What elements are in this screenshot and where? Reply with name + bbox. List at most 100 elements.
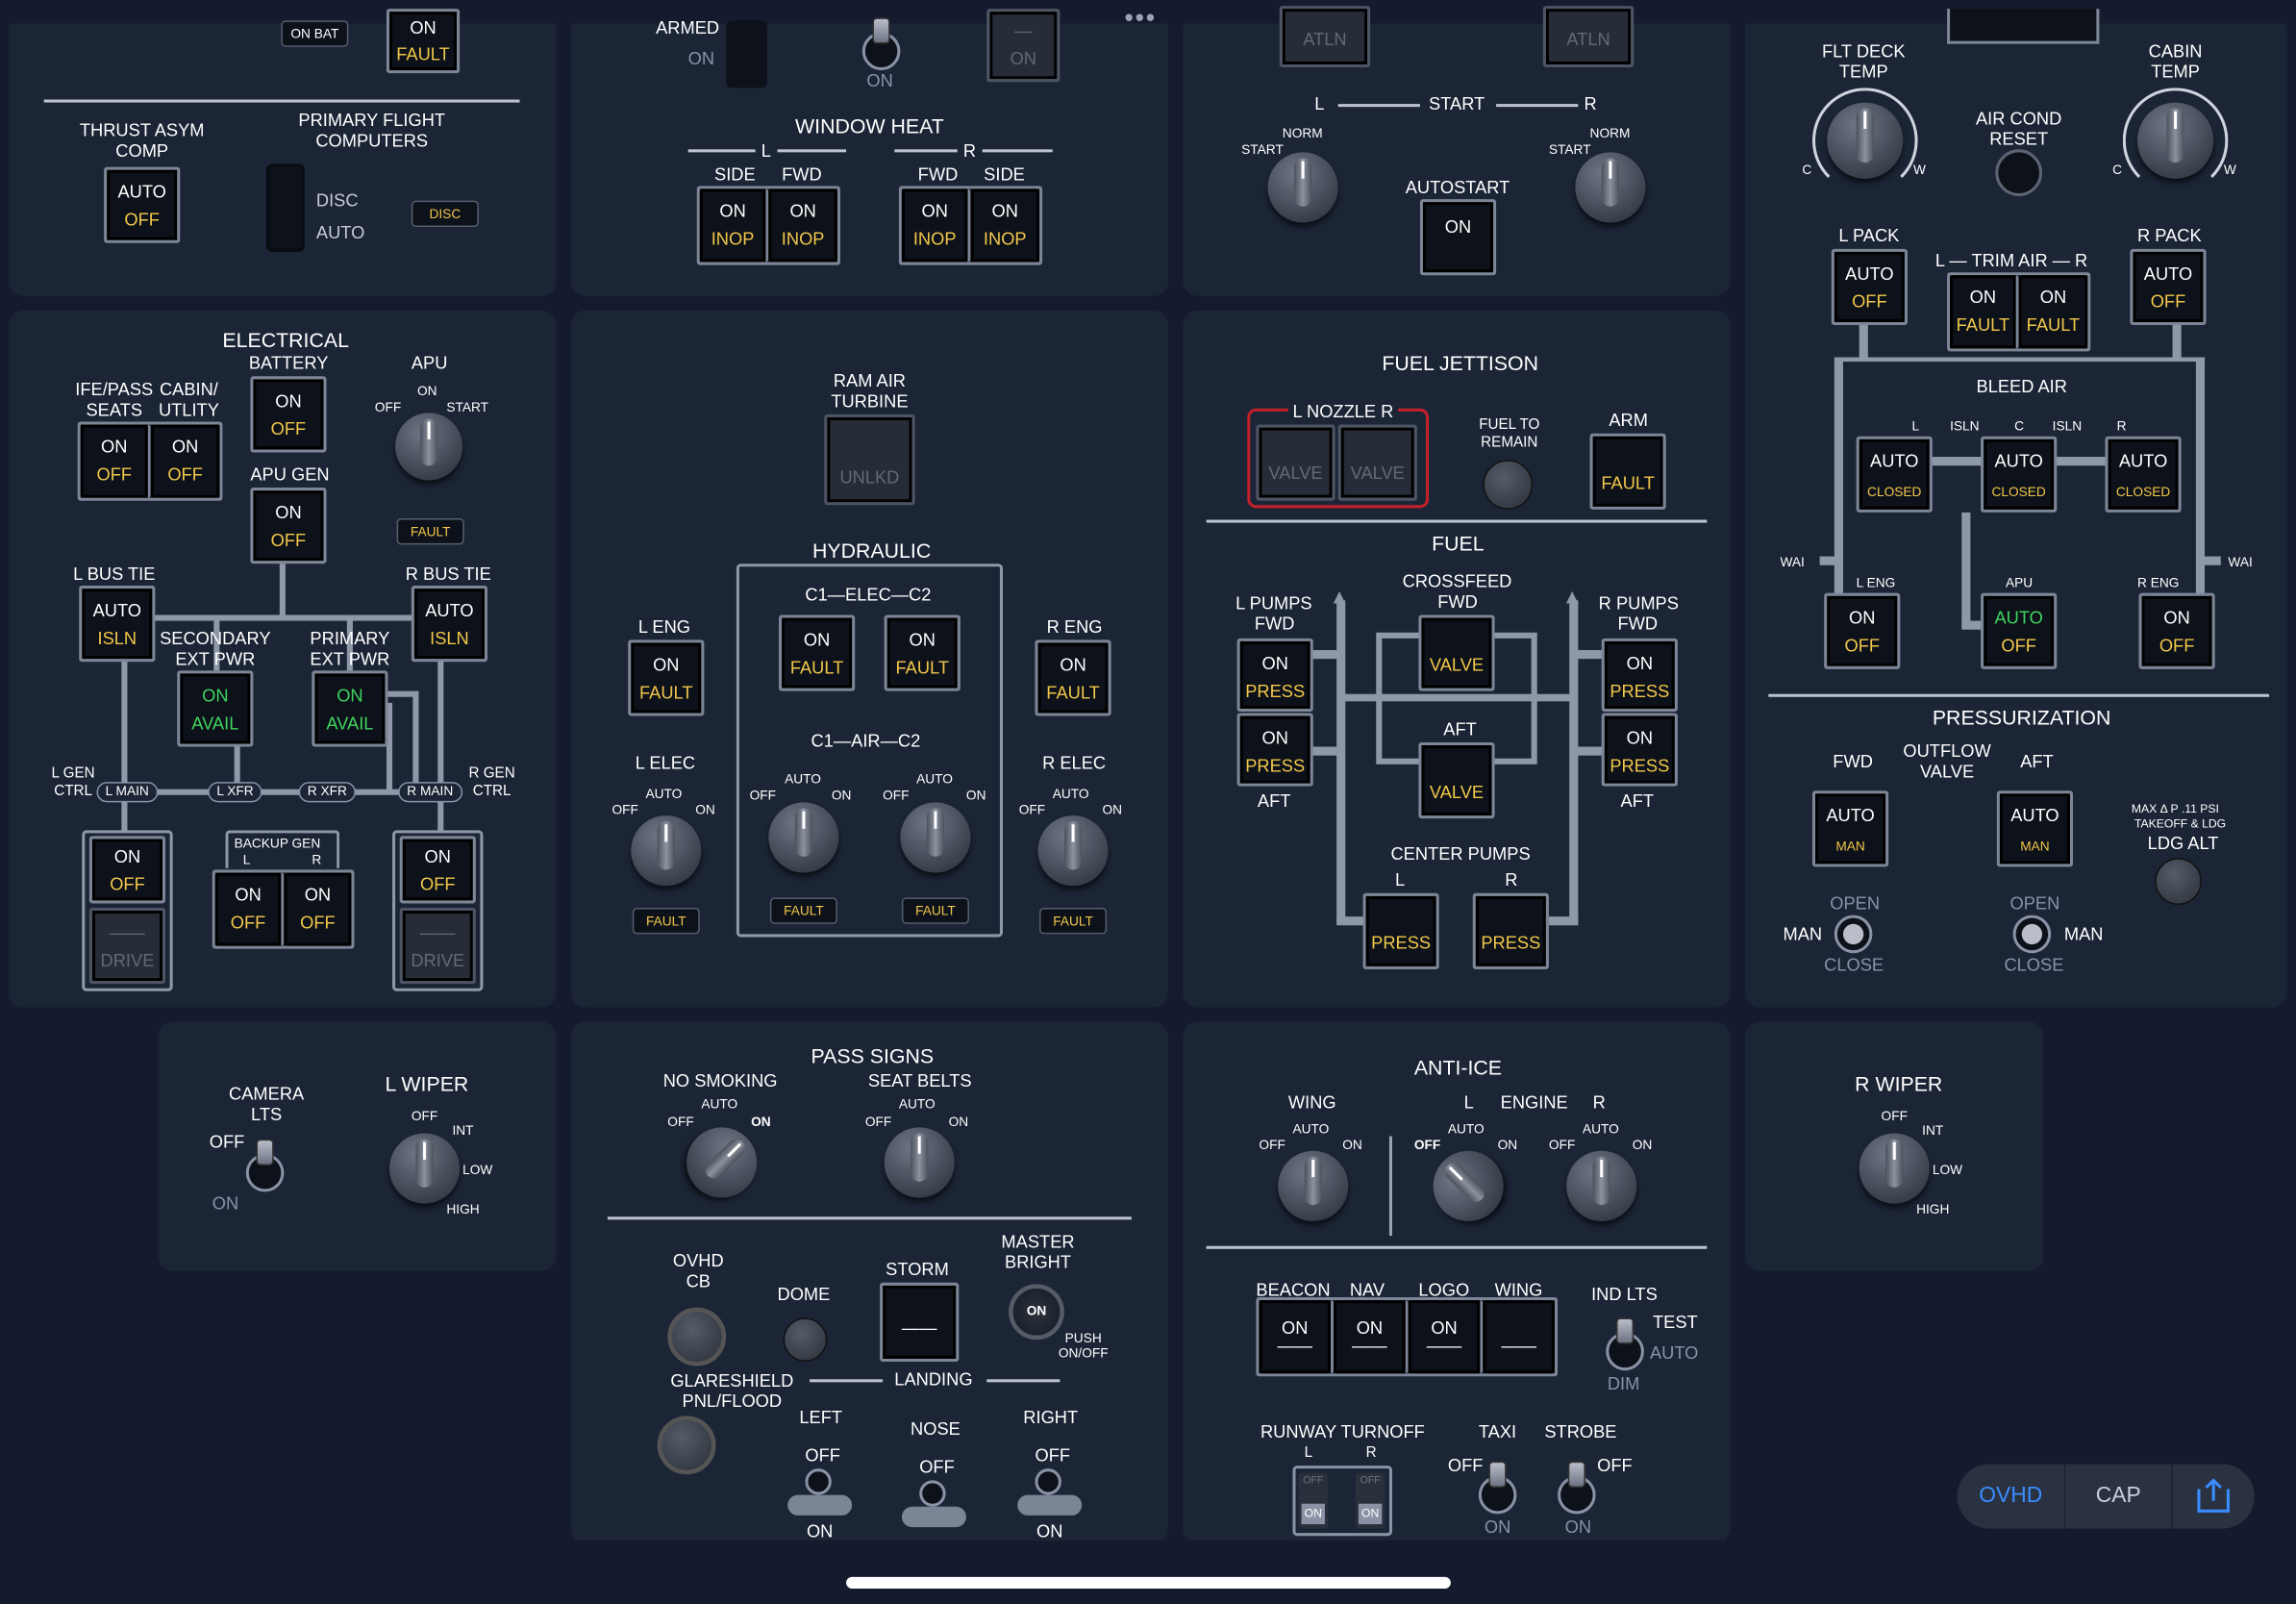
flt-deck-temp-knob[interactable]: [1827, 102, 1904, 179]
logo-button[interactable]: ON——: [1408, 1300, 1484, 1374]
ram-air-turbine-button[interactable]: UNLKD: [824, 414, 915, 506]
r-drive-button[interactable]: ——DRIVE: [399, 908, 476, 985]
nozzle-l-button[interactable]: VALVE: [1256, 424, 1335, 501]
top-toggle-switch[interactable]: [861, 17, 901, 71]
top-grey-button[interactable]: — ON: [986, 9, 1061, 83]
atln-left-button[interactable]: ATLN: [1279, 6, 1371, 68]
center-pump-r-button[interactable]: PRESS: [1472, 892, 1549, 969]
jettison-arm-button[interactable]: FAULT: [1589, 433, 1666, 510]
crossfeed-aft-button[interactable]: VALVE: [1418, 741, 1495, 819]
apu-selector-knob[interactable]: [395, 413, 463, 481]
pfc-switch-slot[interactable]: [266, 163, 305, 252]
thrust-asym-button[interactable]: AUTO OFF: [104, 166, 181, 243]
fuel-to-remain-knob[interactable]: [1483, 460, 1534, 510]
l-engine-start-knob[interactable]: [1267, 152, 1338, 223]
dome-knob[interactable]: [783, 1317, 828, 1363]
glareshield-knob[interactable]: [657, 1416, 716, 1475]
camera-lts-toggle[interactable]: [245, 1139, 285, 1192]
beacon-button[interactable]: ON——: [1259, 1300, 1335, 1374]
c1-air-knob[interactable]: [768, 802, 839, 873]
ldg-alt-knob[interactable]: [2155, 858, 2202, 905]
wing-light-button[interactable]: ——: [1483, 1300, 1556, 1374]
taxi-toggle[interactable]: [1478, 1461, 1517, 1515]
seat-belts-knob[interactable]: [884, 1127, 955, 1198]
share-button[interactable]: [2171, 1464, 2255, 1529]
right-landing-switch[interactable]: [1017, 1468, 1083, 1518]
atln-right-button[interactable]: ATLN: [1542, 6, 1635, 68]
ovhd-tab[interactable]: OVHD: [1979, 1483, 2043, 1509]
top-on-fault-button[interactable]: ON FAULT: [386, 9, 461, 74]
atln-left-label: ATLN: [1303, 29, 1347, 50]
master-bright-knob[interactable]: ON: [1009, 1284, 1064, 1341]
r-wiper-knob[interactable]: [1859, 1133, 1930, 1204]
engine-r-anti-ice-knob[interactable]: [1566, 1150, 1637, 1221]
center-pump-l-button[interactable]: PRESS: [1362, 892, 1439, 969]
more-options-icon[interactable]: •••: [1124, 3, 1157, 33]
ind-lts-toggle[interactable]: [1606, 1317, 1644, 1371]
bleed-r: R: [2116, 418, 2127, 434]
nose-landing-switch[interactable]: [901, 1480, 966, 1530]
cabin-temp-knob[interactable]: [2136, 102, 2214, 179]
crossfeed-fwd-button[interactable]: VALVE: [1418, 614, 1495, 691]
strobe-toggle[interactable]: [1558, 1461, 1596, 1515]
r-elec-on: ON: [1102, 802, 1123, 817]
armed-switch-slot[interactable]: [726, 20, 767, 88]
nav-button[interactable]: ON——: [1334, 1300, 1409, 1374]
aft-man-switch[interactable]: [2012, 915, 2052, 954]
nozzle-r-button[interactable]: VALVE: [1337, 424, 1417, 501]
wing-anti-ice-knob[interactable]: [1278, 1150, 1349, 1221]
fwd-man-switch[interactable]: [1834, 915, 1873, 954]
cap-tab[interactable]: CAP: [2063, 1464, 2171, 1529]
r-engine-start-knob[interactable]: [1575, 152, 1646, 223]
ovhd-cb-knob[interactable]: [667, 1307, 727, 1366]
l-wiper-knob[interactable]: [389, 1133, 461, 1204]
autostart-button[interactable]: ON: [1419, 199, 1497, 276]
air-cond-reset-button[interactable]: [1995, 149, 2043, 197]
left-landing-switch[interactable]: [787, 1468, 853, 1518]
l-elec-knob[interactable]: [631, 815, 702, 887]
c2-air-knob[interactable]: [900, 802, 971, 873]
r-elec-knob[interactable]: [1037, 815, 1109, 887]
storm-button[interactable]: ——: [880, 1282, 960, 1363]
l-drive-button[interactable]: ——DRIVE: [88, 908, 166, 985]
top-air-button[interactable]: [1947, 9, 2100, 44]
